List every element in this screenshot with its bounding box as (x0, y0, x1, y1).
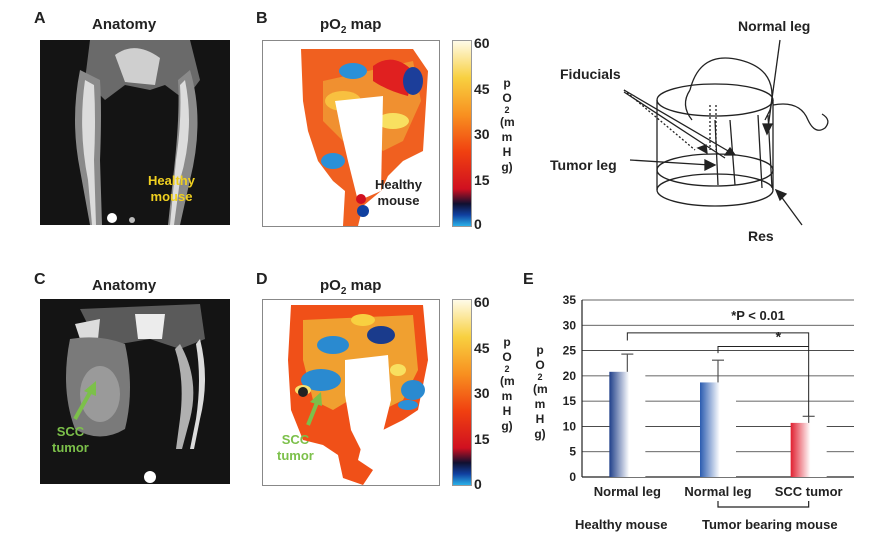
group-tumor-label: Tumor bearing mouse (702, 517, 838, 532)
panel-d-po2-map: SCC tumor (262, 299, 440, 486)
panel-d-tick-45: 45 (474, 340, 490, 356)
panel-b-tick-15: 15 (474, 172, 490, 188)
diagram-fiducials-label: Fiducials (560, 66, 621, 82)
panel-d-label: SCC tumor (277, 432, 314, 463)
y-tick-label: 20 (563, 369, 577, 383)
significance-label-all: *P < 0.01 (731, 308, 785, 323)
x-tick-label: Normal leg (684, 484, 751, 499)
panel-b-tick-30: 30 (474, 126, 490, 142)
y-tick-label: 15 (563, 394, 577, 408)
panel-b-po2-map: Healthy mouse (262, 40, 440, 227)
panel-a-title: Anatomy (92, 16, 157, 33)
y-tick-label: 30 (563, 318, 577, 332)
significance-label-pair: * (776, 328, 782, 344)
y-tick-label: 35 (563, 293, 577, 307)
x-tick-label: SCC tumor (775, 484, 843, 499)
bar (609, 371, 646, 477)
panel-d-tick-30: 30 (474, 385, 490, 401)
healthy-anatomy-picture (40, 40, 230, 225)
bar (790, 422, 827, 477)
panel-b-tick-60: 60 (474, 35, 490, 51)
panel-c-label: SCC tumor (52, 424, 89, 455)
panel-d-tick-0: 0 (474, 476, 482, 492)
diagram-normal-leg-label: Normal leg (738, 18, 811, 34)
tumor-anatomy-picture (40, 299, 230, 484)
scc-arrow-icon (73, 381, 96, 420)
significance-bracket-all (626, 332, 810, 417)
setup-diagram (540, 10, 860, 250)
panel-d-title: pO2 map (320, 277, 382, 297)
panel-a-mri-image: Healthy mouse (40, 40, 230, 225)
panel-c-letter: C (34, 271, 46, 288)
diagram-tumor-leg-label: Tumor leg (550, 157, 617, 173)
group-bracket (717, 501, 810, 508)
panel-d-letter: D (256, 271, 268, 288)
panel-d-colorbar (452, 299, 472, 486)
panel-b-tick-45: 45 (474, 81, 490, 97)
panel-c-mri-image: SCC tumor (40, 299, 230, 484)
setup-diagram-drawing (623, 39, 829, 226)
significance-bracket-pair (717, 346, 809, 354)
panel-b-tick-0: 0 (474, 216, 482, 232)
panel-b-title: pO2 map (320, 16, 382, 36)
y-tick-label: 10 (563, 419, 577, 433)
tumor-po2-picture (288, 305, 428, 485)
y-tick-label: 25 (563, 344, 577, 358)
panel-b-colorbar (452, 40, 472, 227)
panel-e-letter: E (523, 271, 534, 288)
bar (700, 382, 736, 477)
panel-b-label: Healthy mouse (375, 177, 422, 208)
panel-d-tick-60: 60 (474, 294, 490, 310)
diagram-res-label: Res (748, 228, 774, 244)
scc-map-arrow-icon (306, 392, 322, 426)
panel-a-label: Healthy mouse (148, 173, 195, 204)
panel-c-title: Anatomy (92, 277, 157, 294)
panel-a-letter: A (34, 10, 46, 27)
y-tick-label: 0 (569, 470, 576, 484)
group-healthy-label: Healthy mouse (575, 517, 668, 532)
healthy-po2-picture (301, 49, 428, 226)
panel-b-letter: B (256, 10, 268, 27)
panel-d-tick-15: 15 (474, 431, 490, 447)
y-tick-label: 5 (569, 445, 576, 459)
x-tick-label: Normal leg (594, 484, 661, 499)
